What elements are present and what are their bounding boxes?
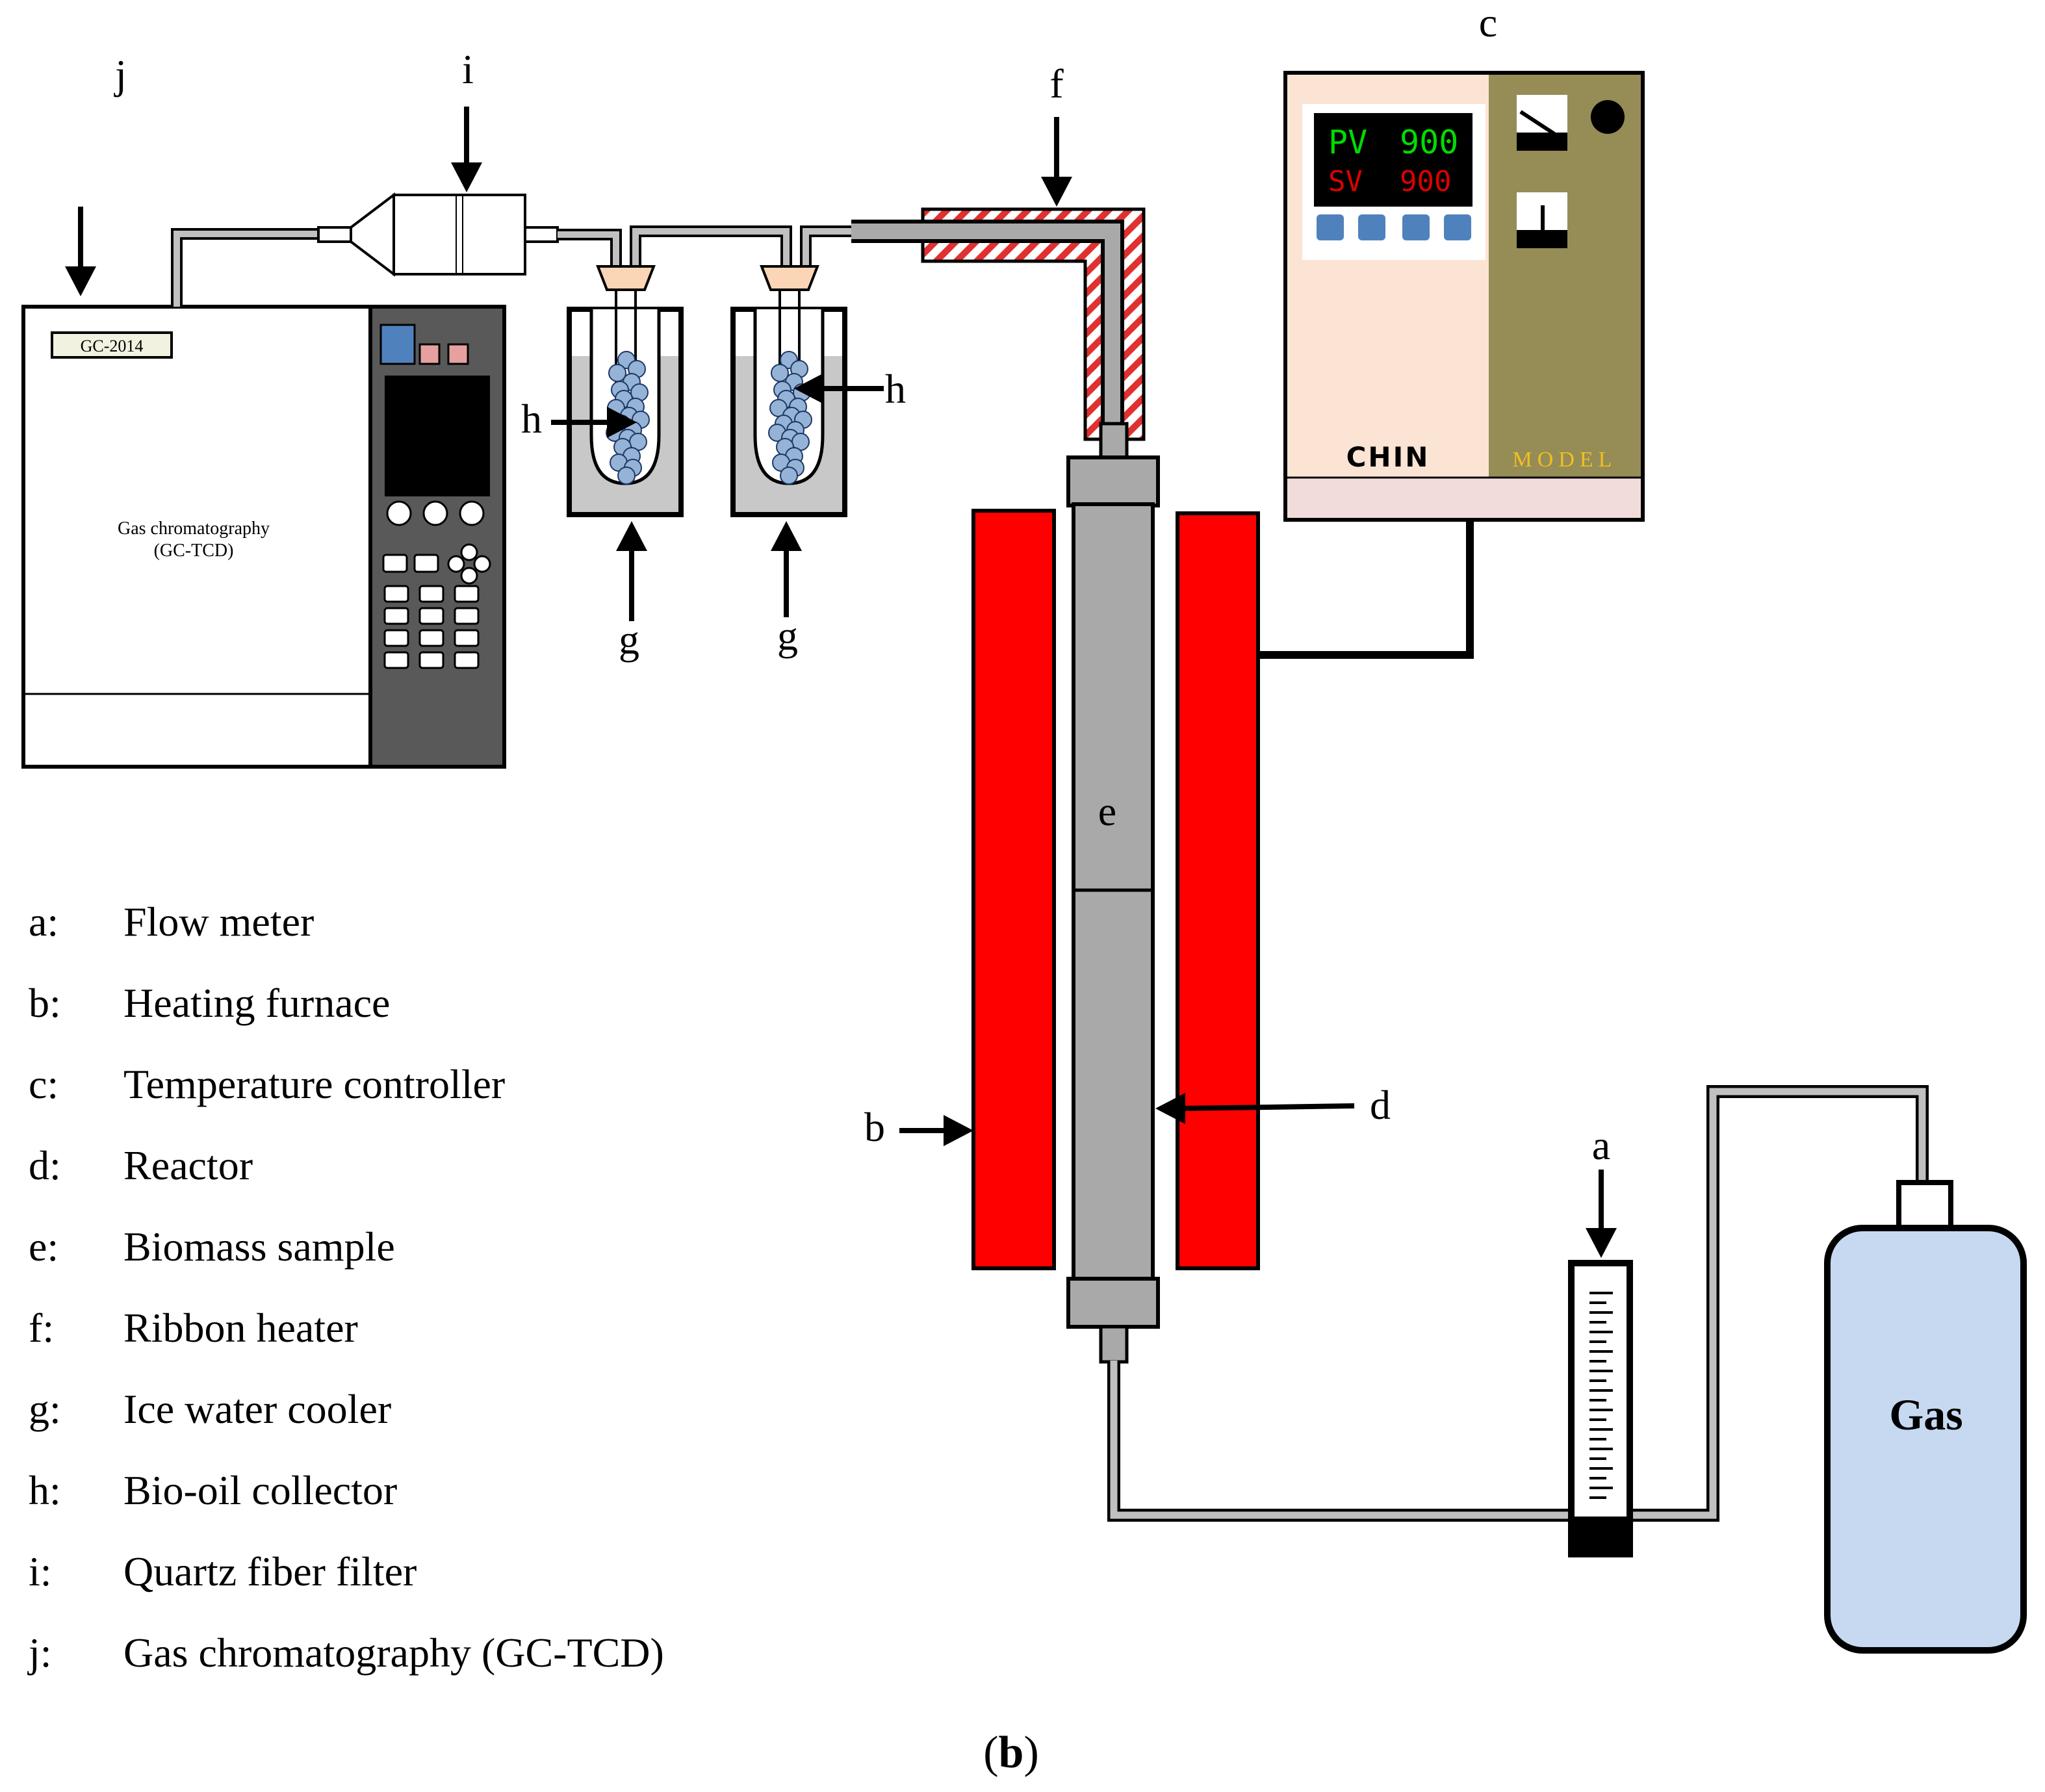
label-c: c	[1479, 0, 1497, 45]
gc-key[interactable]	[454, 629, 480, 647]
label-e: e	[1098, 788, 1116, 834]
gc-dpad[interactable]	[447, 543, 491, 585]
callout-arrows	[65, 107, 1617, 1258]
gc-model-tag-text: GC-2014	[81, 337, 144, 355]
pellet	[617, 467, 636, 485]
gc-key[interactable]	[418, 585, 444, 603]
gc-key[interactable]	[418, 607, 444, 625]
cylinder-label: Gas	[1889, 1390, 1962, 1439]
label-b: b	[864, 1104, 885, 1150]
ice-water-cooler-1	[567, 265, 684, 517]
gc-knob[interactable]	[459, 500, 485, 526]
controller-brand: CHIN	[1346, 441, 1430, 473]
legend-key: c:	[29, 1061, 58, 1107]
gas-line	[1107, 1085, 1929, 1522]
sv-value: 900	[1400, 165, 1451, 198]
label-g-1: g	[619, 617, 639, 663]
controller-cable	[1258, 520, 1474, 659]
gc-indicator-pink	[447, 343, 469, 365]
legend-text: Ribbon heater	[123, 1305, 358, 1351]
legend-key: i:	[29, 1548, 52, 1594]
legend-text: Gas chromatography (GC-TCD)	[123, 1630, 664, 1676]
gas-cylinder: Gas	[1824, 1180, 2027, 1654]
legend-key: g:	[29, 1386, 61, 1432]
gc-knob[interactable]	[386, 500, 412, 526]
stopper	[596, 265, 656, 291]
pellet	[780, 467, 798, 485]
gc-knob[interactable]	[422, 500, 448, 526]
controller-knob[interactable]	[1591, 100, 1625, 134]
pv-value: 900	[1400, 123, 1458, 161]
ice-water-cooler-2	[730, 265, 847, 517]
temperature-controller: PV 900 SV 900 CHIN MODEL	[1258, 71, 1645, 659]
gc-key[interactable]	[418, 629, 444, 647]
gc-screen	[385, 376, 490, 496]
bio-oil-collector-2	[768, 351, 812, 485]
legend-text: Ice water cooler	[123, 1386, 391, 1432]
label-j: j	[114, 51, 127, 97]
legend-key: e:	[29, 1223, 58, 1270]
legend-key: f:	[29, 1305, 54, 1351]
legend-text: Reactor	[123, 1142, 253, 1188]
caption-close: )	[1023, 1728, 1038, 1778]
legend-key: h:	[29, 1467, 61, 1513]
controller-model-text: MODEL	[1513, 448, 1617, 472]
gc-key[interactable]	[454, 585, 480, 603]
label-g-2: g	[777, 613, 798, 659]
caption-open: (	[983, 1728, 998, 1778]
label-h-1: h	[521, 396, 542, 442]
caption-letter: b	[999, 1728, 1024, 1778]
gc-key[interactable]	[454, 607, 480, 625]
legend-key: j:	[27, 1630, 52, 1676]
label-a: a	[1592, 1122, 1610, 1168]
controller-button[interactable]	[1317, 214, 1344, 240]
gc-name-line1: Gas chromatography	[118, 518, 270, 539]
gc-model-tag	[51, 331, 173, 359]
ribbon-heater	[851, 207, 1146, 441]
reactor-tube	[1072, 502, 1155, 1282]
legend-text: Bio-oil collector	[123, 1467, 397, 1513]
gc-key[interactable]	[383, 607, 409, 625]
flow-meter	[1568, 1260, 1633, 1557]
legend-text: Temperature controller	[123, 1061, 505, 1107]
label-h-2: h	[885, 366, 906, 412]
gc-name-line2: (GC-TCD)	[154, 541, 234, 561]
heating-furnace	[971, 509, 1260, 1270]
label-f: f	[1049, 60, 1064, 107]
gc-key[interactable]	[454, 651, 480, 669]
quartz-fiber-filter	[317, 192, 559, 277]
pv-label: PV	[1328, 123, 1367, 161]
legend-text: Quartz fiber filter	[123, 1548, 417, 1594]
legend-key: a:	[29, 899, 58, 945]
gc-key[interactable]	[383, 651, 409, 669]
gc-indicator-blue	[379, 324, 416, 365]
legend: a: Flow meter b: Heating furnace c: Temperatu…	[27, 899, 664, 1676]
controller-button[interactable]	[1402, 214, 1430, 240]
legend-text: Flow meter	[123, 899, 314, 945]
controller-button[interactable]	[1444, 214, 1471, 240]
controller-button[interactable]	[1358, 214, 1385, 240]
reactor	[1066, 422, 1160, 1364]
gc-key[interactable]	[382, 554, 408, 573]
gc-key[interactable]	[413, 554, 439, 573]
legend-text: Heating furnace	[123, 980, 390, 1026]
sv-label: SV	[1328, 165, 1363, 198]
legend-text: Biomass sample	[123, 1223, 395, 1270]
gc-keypad[interactable]	[383, 585, 480, 669]
legend-key: b:	[29, 980, 61, 1026]
label-d: d	[1370, 1082, 1391, 1128]
callout-labels: j i f c h h g g e b d a	[114, 0, 1610, 1168]
gc-key[interactable]	[383, 629, 409, 647]
connecting-tubes	[558, 225, 856, 268]
gc-indicator-pink	[418, 343, 441, 365]
gc-key[interactable]	[383, 585, 409, 603]
gc-key[interactable]	[418, 651, 444, 669]
stopper	[760, 265, 819, 291]
legend-key: d:	[29, 1142, 61, 1188]
gas-chromatograph: GC-2014 Gas chromatography (GC-TCD)	[21, 228, 506, 769]
pv-sv-display	[1314, 113, 1473, 207]
figure-caption: (b)	[983, 1728, 1039, 1778]
label-i: i	[462, 46, 474, 92]
